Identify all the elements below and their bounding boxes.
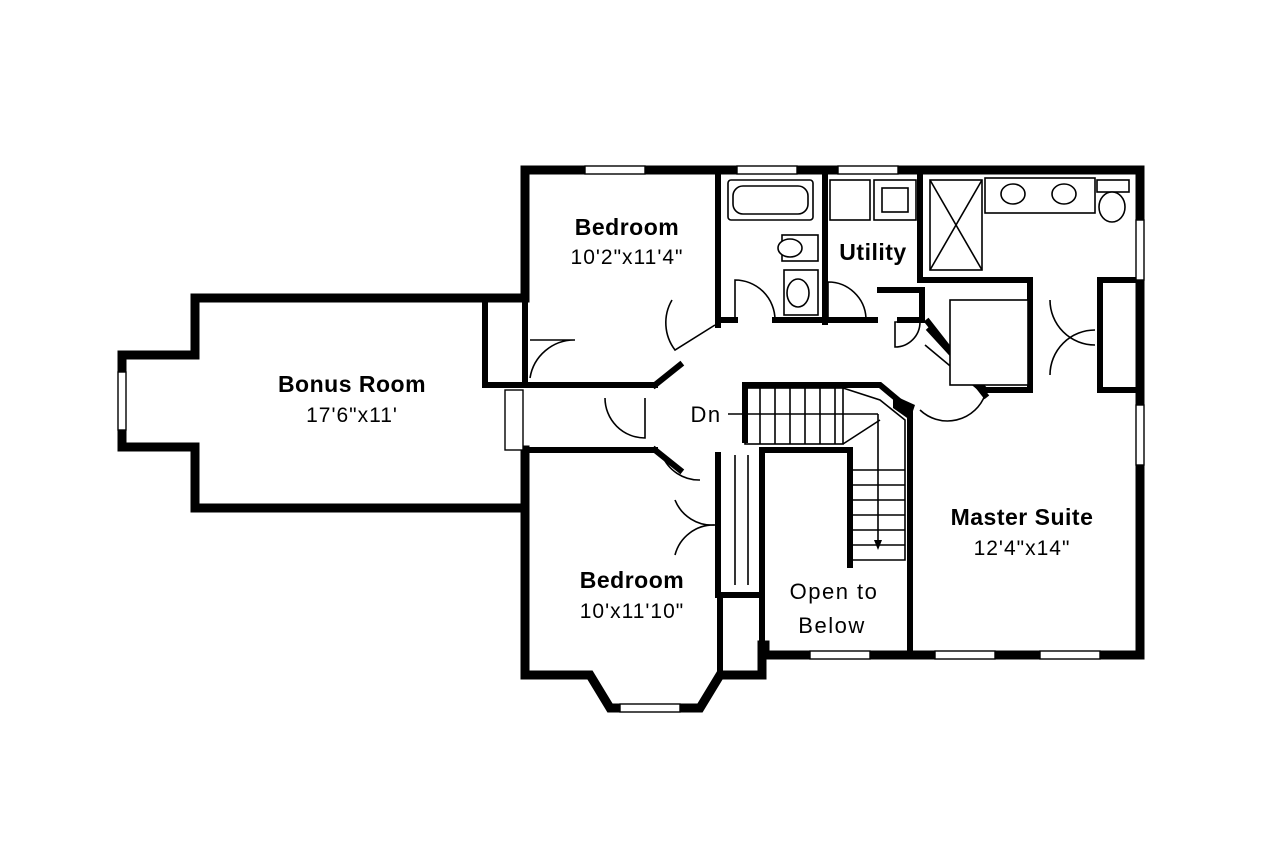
doors [529,279,1096,556]
windows [117,165,1145,713]
interior-walls [482,169,1143,653]
bonus-room-name: Bonus Room [278,371,426,397]
bonus-room-size: 17'6"x11' [306,404,398,427]
fixtures [727,177,1130,386]
room-labels: Bedroom 10'2"x11'4" Utility Bonus Room 1… [278,214,1093,638]
staircase [728,387,906,585]
master-suite-size: 12'4"x14" [974,537,1071,560]
bedroom-top-size: 10'2"x11'4" [571,246,684,269]
bedroom-bottom-name: Bedroom [580,567,684,593]
master-suite-name: Master Suite [951,504,1094,530]
open-to-below-line1: Open to [790,579,879,604]
utility-name: Utility [839,239,906,265]
stairs-down-label: Dn [690,402,721,427]
open-to-below-line2: Below [798,613,865,638]
bedroom-top-name: Bedroom [575,214,679,240]
bedroom-bottom-size: 10'x11'10" [580,600,685,623]
